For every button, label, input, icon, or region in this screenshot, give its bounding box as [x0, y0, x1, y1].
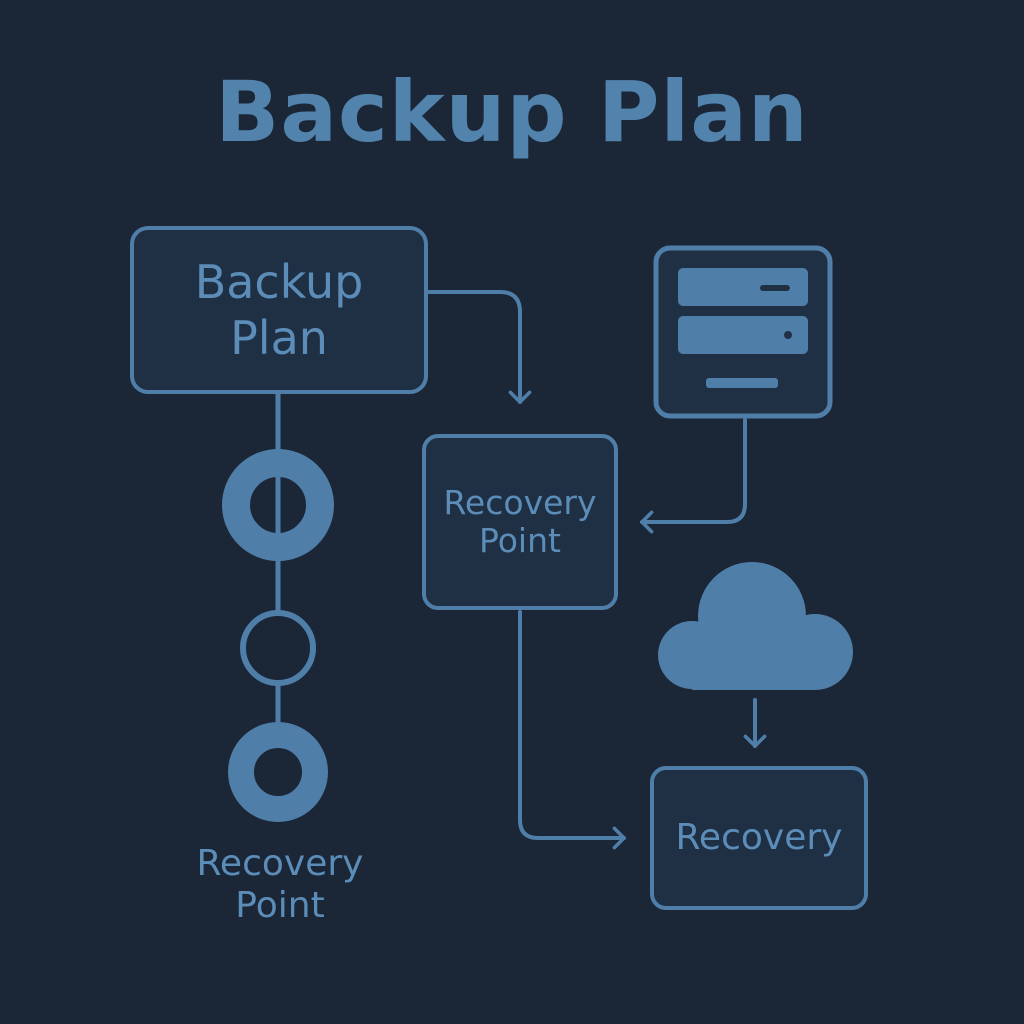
- page-title: Backup Plan: [215, 63, 809, 161]
- timeline-recovery-point-label: Recovery Point: [196, 843, 364, 926]
- backup-plan-label: Backup Plan: [194, 255, 364, 365]
- connector-recovery-point-to-recovery: [518, 610, 626, 850]
- connector-backup-to-recovery-point: [426, 290, 532, 404]
- recovery-node: [650, 766, 868, 910]
- backup-plan-node: [130, 226, 428, 394]
- recovery-point-node: [422, 434, 618, 610]
- recovery-label: Recovery: [675, 817, 843, 858]
- connector-server-to-recovery-point: [640, 418, 747, 534]
- cloud-icon: [658, 562, 853, 690]
- timeline-node-end: [228, 722, 328, 822]
- server-icon: [653, 245, 833, 419]
- timeline-node-small: [240, 610, 316, 686]
- timeline-node-large: [222, 449, 334, 561]
- recovery-point-label: Recovery Point: [443, 483, 597, 560]
- timeline: [222, 394, 334, 822]
